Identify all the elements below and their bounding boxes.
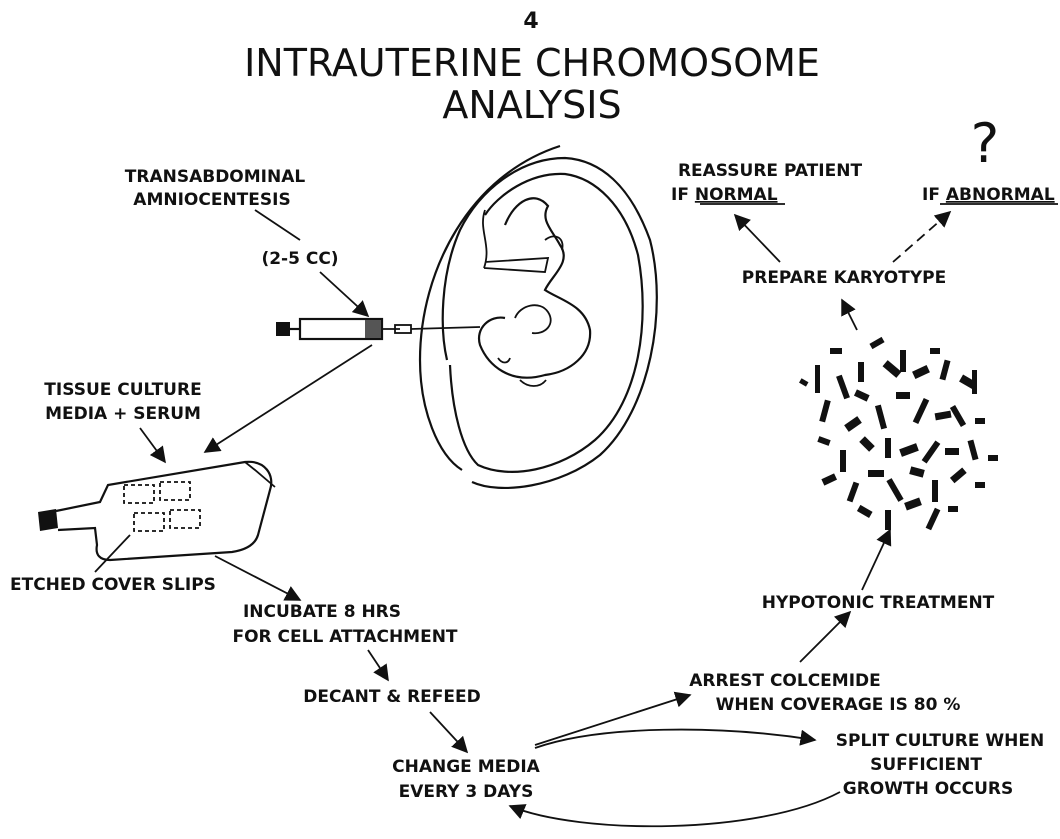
arrest-label-2: WHEN COVERAGE IS 80 % [716,695,961,715]
volume-label: (2-5 CC) [261,249,338,269]
cover-slips-label: ETCHED COVER SLIPS [10,575,216,595]
title-line-1: INTRAUTERINE CHROMOSOME [244,41,820,85]
karyotype-label: PREPARE KARYOTYPE [742,268,946,288]
if-normal-label: IF NORMAL [671,185,778,205]
page-number: 4 [523,9,538,34]
arrest-label-1: ARREST COLCEMIDE [689,671,881,691]
change-media-label-2: EVERY 3 DAYS [399,782,534,802]
media-serum-label: MEDIA + SERUM [45,404,201,424]
decant-label: DECANT & REFEED [303,687,481,707]
split-culture-label-2: SUFFICIENT [870,755,982,775]
question-mark: ? [971,112,1000,175]
reassure-label: REASSURE PATIENT [678,161,863,181]
culture-flask-icon [38,462,275,560]
split-culture-label-3: GROWTH OCCURS [843,779,1014,799]
hypotonic-label: HYPOTONIC TREATMENT [762,593,995,613]
amniocentesis-label-2: AMNIOCENTESIS [133,190,290,210]
syringe-icon [276,319,480,339]
tissue-culture-label: TISSUE CULTURE [44,380,201,400]
split-culture-label-1: SPLIT CULTURE WHEN [836,731,1045,751]
change-media-label-1: CHANGE MEDIA [392,757,541,777]
title-line-2: ANALYSIS [442,83,621,127]
amniocentesis-label-1: TRANSABDOMINAL [125,167,306,187]
uterus-fetus-drawing [420,146,657,488]
incubate-label-2: FOR CELL ATTACHMENT [232,627,457,647]
incubate-label-1: INCUBATE 8 HRS [243,602,401,622]
chromosome-spread-icon [799,337,998,530]
if-abnormal-label: IF ABNORMAL [922,185,1055,205]
